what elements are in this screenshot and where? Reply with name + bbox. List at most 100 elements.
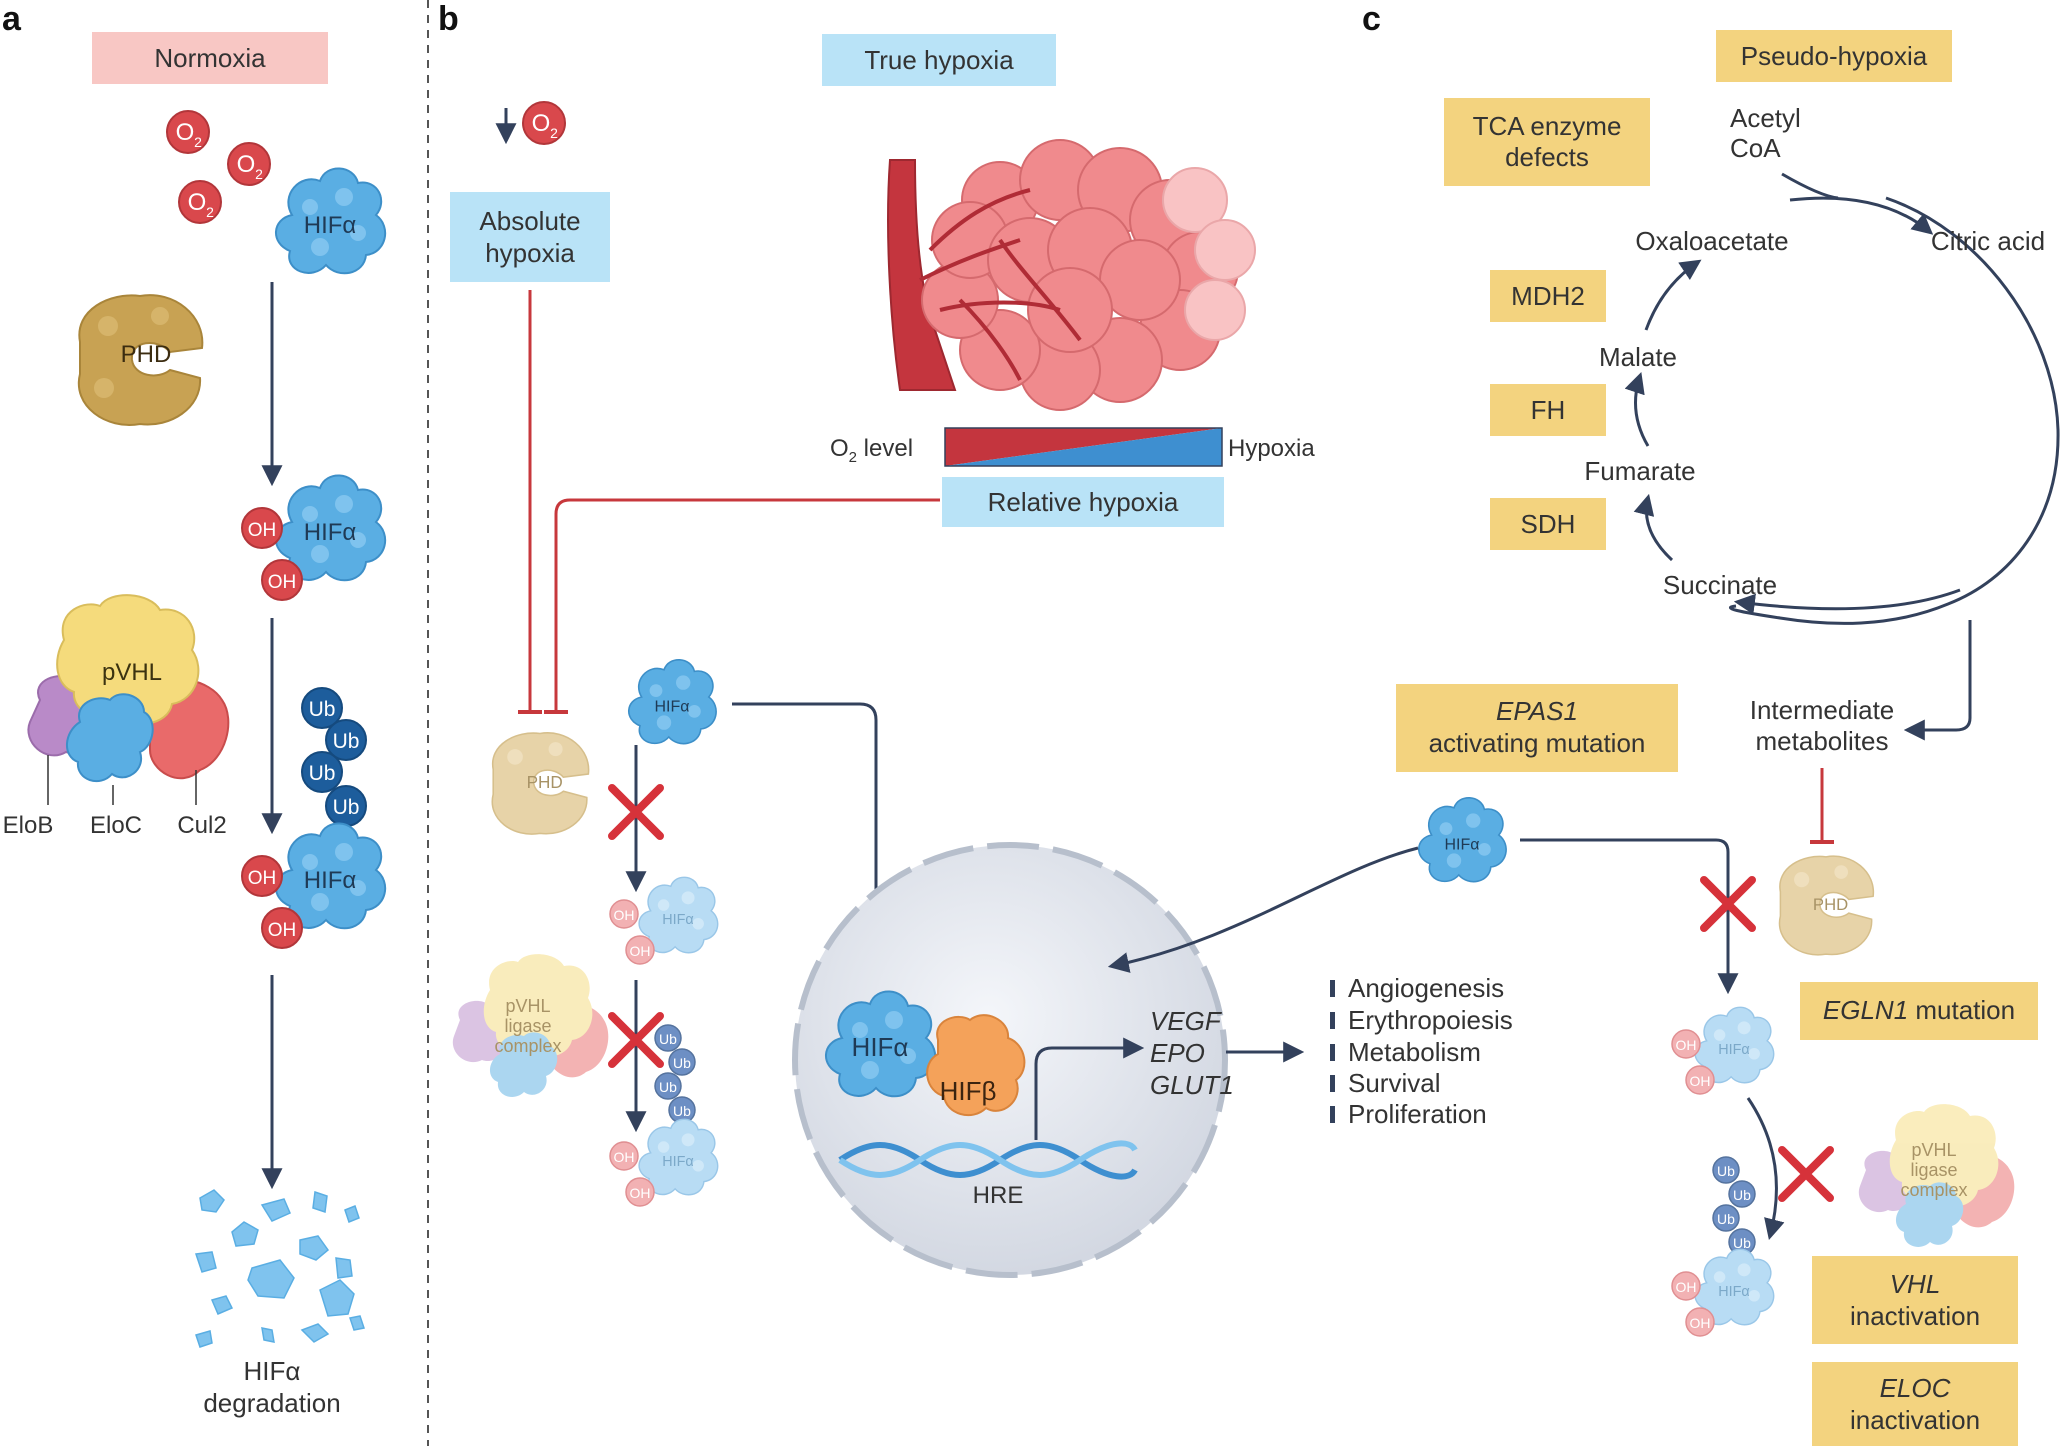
oh-group: OH — [241, 507, 283, 549]
enzyme-mdh2: MDH2 — [1511, 281, 1585, 311]
hif-beta-protein: HIFβ — [926, 1014, 1026, 1117]
oh-group: OH — [241, 855, 283, 897]
pseudo-hypoxia-title: Pseudo-hypoxia — [1741, 41, 1928, 71]
tca-fumarate: Fumarate — [1584, 456, 1695, 486]
blocked-x-icon — [1782, 1150, 1830, 1198]
relative-hypoxia-inhibition — [554, 498, 940, 712]
tca-arrow-citric — [1789, 196, 1934, 235]
outcomes-list: Angiogenesis Erythropoiesis Metabolism S… — [1330, 973, 1513, 1129]
hif-alpha-protein: HIFα — [274, 167, 387, 275]
svg-text:Ub: Ub — [1717, 1211, 1735, 1227]
pvhl-ligase-complex-inactive — [452, 954, 609, 1097]
outcome-item: Angiogenesis — [1348, 973, 1504, 1003]
svg-text:Ub: Ub — [333, 730, 360, 753]
svg-text:HIFβ: HIFβ — [940, 1076, 997, 1106]
phd-enzyme-inactive: PHD — [491, 732, 590, 835]
tca-arrow-to-succinate — [1733, 588, 1961, 615]
hif-alpha-pale: HIFα — [1694, 1248, 1775, 1326]
epas1-gene: EPAS1 — [1496, 696, 1578, 726]
svg-text:HIFα: HIFα — [1718, 1284, 1750, 1300]
acetyl-coa-label-1: Acetyl — [1730, 103, 1801, 133]
o2-molecule: O 2 — [227, 142, 271, 186]
svg-text:O: O — [237, 151, 256, 178]
hif-alpha-nuclear: HIFα — [824, 990, 937, 1098]
hif-alpha-mutant: HIFα — [1417, 796, 1507, 883]
oh-group-pale: OH OH — [1671, 1271, 1715, 1337]
svg-text:Ub: Ub — [673, 1055, 691, 1071]
svg-text:2: 2 — [194, 134, 202, 150]
absolute-hypoxia-label-1: Absolute — [479, 206, 580, 236]
outcome-item: Survival — [1348, 1068, 1440, 1098]
gene-vegf: VEGF — [1150, 1006, 1223, 1036]
hif-alpha-stable: HIFα — [627, 658, 717, 745]
hif-alpha-pale: HIFα — [1694, 1006, 1775, 1084]
outcome-item: Metabolism — [1348, 1037, 1481, 1067]
svg-text:OH: OH — [1690, 1315, 1711, 1331]
svg-text:OH: OH — [1676, 1279, 1697, 1295]
vhl-gene: VHL — [1890, 1269, 1941, 1299]
gene-epo: EPO — [1150, 1038, 1205, 1068]
tca-defects-box — [1444, 98, 1650, 186]
enzyme-box-mdh2 — [1490, 270, 1606, 322]
svg-text:2: 2 — [550, 125, 558, 141]
panel-letter-c: c — [1362, 0, 1381, 38]
ub-chain: Ub Ub Ub Ub — [301, 687, 367, 827]
svg-text:OH: OH — [1676, 1037, 1697, 1053]
hre-label: HRE — [973, 1182, 1024, 1209]
acetyl-coa-label-2: CoA — [1730, 133, 1781, 163]
svg-text:OH: OH — [1690, 1073, 1711, 1089]
svg-text:Ub: Ub — [659, 1031, 677, 1047]
pvhl-complex-label-2: ligase — [1910, 1160, 1957, 1180]
ub-chain-pale: Ub Ub Ub Ub — [654, 1024, 696, 1124]
pvhl-complex: pVHL — [27, 594, 230, 783]
panel-letter-a: a — [2, 0, 22, 38]
egln1-mutation-label: EGLN1 mutation — [1823, 995, 2015, 1025]
eloc-inactivation-label: inactivation — [1850, 1405, 1980, 1435]
svg-text:Ub: Ub — [673, 1103, 691, 1119]
pvhl-complex-label-1: pVHL — [1911, 1140, 1956, 1160]
absolute-hypoxia-box — [450, 192, 610, 282]
svg-text:HIFα: HIFα — [852, 1032, 909, 1062]
intermediate-metabolites-label-2: metabolites — [1756, 726, 1889, 756]
enzyme-box-fh — [1490, 384, 1606, 436]
oh-group: OH — [261, 559, 303, 601]
svg-text:HIFα: HIFα — [1718, 1042, 1750, 1058]
relative-hypoxia-label: Relative hypoxia — [988, 487, 1179, 517]
svg-text:Ub: Ub — [659, 1079, 677, 1095]
pvhl-complex-label-1: pVHL — [505, 996, 550, 1016]
phd-enzyme-inactive: PHD — [1778, 855, 1875, 956]
svg-text:O: O — [176, 119, 195, 146]
o2-molecule: O 2 — [178, 180, 222, 224]
eloc-gene: ELOC — [1880, 1373, 1951, 1403]
vhl-inactivation-box — [1812, 1256, 2018, 1344]
absolute-hypoxia-label-2: hypoxia — [485, 238, 575, 268]
svg-text:Ub: Ub — [1717, 1163, 1735, 1179]
true-hypoxia-box — [822, 34, 1056, 86]
normoxia-title: Normoxia — [154, 43, 266, 73]
arrow-ubiquitination-c — [1746, 1097, 1785, 1241]
svg-text:Ub: Ub — [333, 796, 360, 819]
epas1-activating-label: activating mutation — [1429, 728, 1646, 758]
svg-text:HIFα: HIFα — [662, 1154, 694, 1170]
phd-enzyme: PHD — [77, 294, 204, 426]
svg-text:HIFα: HIFα — [304, 519, 357, 546]
o2-level-label: O2 level — [830, 435, 913, 466]
svg-text:OH: OH — [268, 920, 297, 941]
svg-text:OH: OH — [248, 520, 277, 541]
tca-cycle-ring — [1728, 196, 2060, 625]
enzyme-box-sdh — [1490, 498, 1606, 550]
o2-molecule: O 2 — [166, 110, 210, 154]
egln1-mutation-box — [1800, 982, 2038, 1040]
svg-text:2: 2 — [206, 204, 214, 220]
hypoxia-bar — [945, 428, 1222, 466]
svg-text:Ub: Ub — [309, 762, 336, 785]
oh-group: OH — [261, 907, 303, 949]
normoxia-box — [92, 32, 328, 84]
hif-alpha-hydroxylated: HIFα — [274, 474, 387, 582]
true-hypoxia-title: True hypoxia — [864, 45, 1014, 75]
svg-text:2: 2 — [255, 166, 263, 182]
pvhl-complex-label-3: complex — [494, 1036, 561, 1056]
panel-b: b True hypoxia O 2 Absolute hypoxia — [438, 0, 1513, 1278]
epas1-mutation-box — [1396, 684, 1678, 772]
